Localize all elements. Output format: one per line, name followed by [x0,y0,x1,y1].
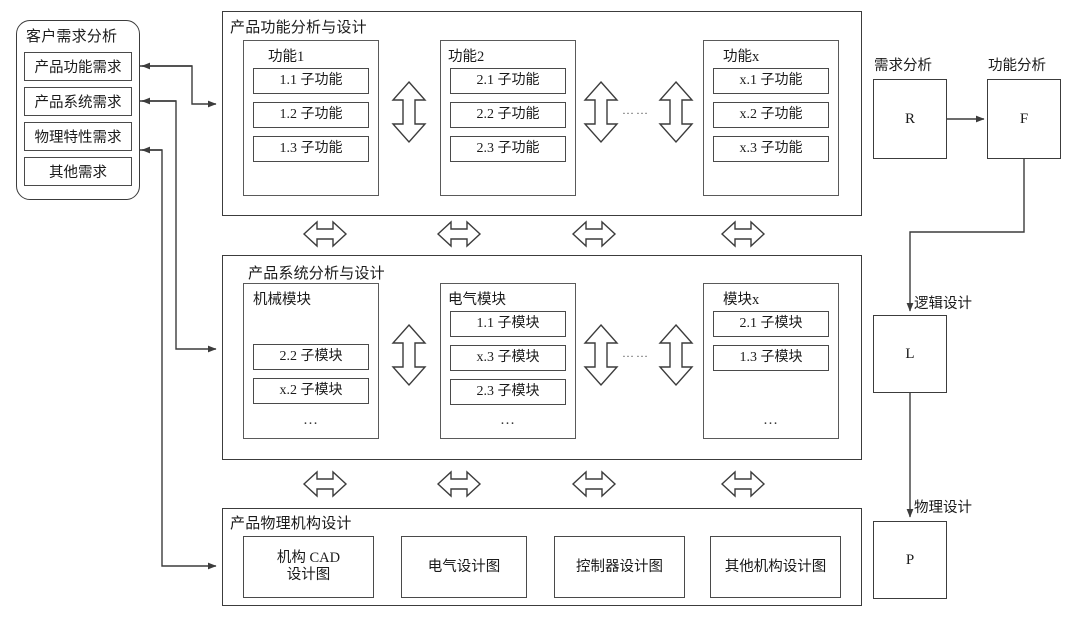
flow-node-R[interactable]: R [873,79,947,159]
physical-design-title: 产品物理机构设计 [230,516,352,532]
system-group-mechanical-title: 机械模块 [253,292,311,308]
physical-item-other-drawing[interactable]: 其他机构设计图 [710,536,841,598]
arrow-sys-phys-3 [571,470,617,498]
function-group-x-title: 功能x [723,49,760,65]
function-group-1-item-1[interactable]: 1.1 子功能 [253,68,369,94]
flow-caption-function-analysis: 功能分析 [988,58,1046,74]
system-group-x-more: … [763,412,779,428]
connector-F-to-L [906,159,1025,312]
flow-caption-logic-design: 逻辑设计 [914,296,972,312]
physical-item-controller-drawing-label: 控制器设计图 [576,558,663,575]
function-group-x-item-3[interactable]: x.3 子功能 [713,136,829,162]
system-group-electrical-item-2[interactable]: x.3 子模块 [450,345,566,371]
system-group-mechanical-item-2[interactable]: x.2 子模块 [253,378,369,404]
requirement-item-other[interactable]: 其他需求 [24,157,132,186]
function-group-2-item-1[interactable]: 2.1 子功能 [450,68,566,94]
requirement-item-physical-property[interactable]: 物理特性需求 [24,122,132,151]
function-group-x-item-2[interactable]: x.2 子功能 [713,102,829,128]
physical-item-electrical-drawing-label: 电气设计图 [427,558,501,575]
system-group-x-item-1[interactable]: 2.1 子模块 [713,311,829,337]
customer-requirements-title: 客户需求分析 [26,29,118,45]
requirement-item-product-function[interactable]: 产品功能需求 [24,52,132,81]
function-group-2-title: 功能2 [448,49,485,65]
connector-physical-panel-in [140,149,217,570]
physical-item-cad-drawing[interactable]: 机构 CAD 设计图 [243,536,374,598]
physical-item-other-drawing-label: 其他机构设计图 [724,558,827,575]
flow-node-F[interactable]: F [987,79,1061,159]
function-panel-ellipsis: …… [622,103,650,117]
system-group-electrical-title: 电气模块 [448,292,506,308]
flow-caption-requirement-analysis: 需求分析 [874,58,932,74]
function-group-x-item-1[interactable]: x.1 子功能 [713,68,829,94]
connector-function-panel-in [140,65,217,108]
arrow-func-sys-4 [720,220,766,248]
system-group-electrical-item-1[interactable]: 1.1 子模块 [450,311,566,337]
system-group-x-item-2[interactable]: 1.3 子模块 [713,345,829,371]
function-group-1-item-2[interactable]: 1.2 子功能 [253,102,369,128]
system-group-electrical-more: … [500,412,516,428]
arrow-sys-phys-2 [436,470,482,498]
system-group-electrical-item-3[interactable]: 2.3 子模块 [450,379,566,405]
system-group-x-title: 模块x [723,292,760,308]
system-panel-ellipsis: …… [622,346,650,360]
flow-node-P[interactable]: P [873,521,947,599]
requirement-item-product-system[interactable]: 产品系统需求 [24,87,132,116]
function-group-2-item-2[interactable]: 2.2 子功能 [450,102,566,128]
connector-system-panel-in [140,100,217,353]
flow-node-L[interactable]: L [873,315,947,393]
function-group-1-item-3[interactable]: 1.3 子功能 [253,136,369,162]
arrow-sys-phys-4 [720,470,766,498]
system-group-mechanical-more: … [303,412,319,428]
physical-item-electrical-drawing[interactable]: 电气设计图 [401,536,527,598]
arrow-func-sys-2 [436,220,482,248]
function-group-1-title: 功能1 [268,49,305,65]
system-group-mechanical-item-1[interactable]: 2.2 子模块 [253,344,369,370]
system-analysis-title: 产品系统分析与设计 [248,266,385,282]
function-group-2-item-3[interactable]: 2.3 子功能 [450,136,566,162]
function-analysis-title: 产品功能分析与设计 [230,20,367,36]
arrow-sys-phys-1 [302,470,348,498]
arrow-func-sys-3 [571,220,617,248]
physical-item-cad-drawing-label: 机构 CAD 设计图 [276,550,341,583]
arrow-func-sys-1 [302,220,348,248]
physical-item-controller-drawing[interactable]: 控制器设计图 [554,536,685,598]
flow-caption-physical-design: 物理设计 [914,500,972,516]
